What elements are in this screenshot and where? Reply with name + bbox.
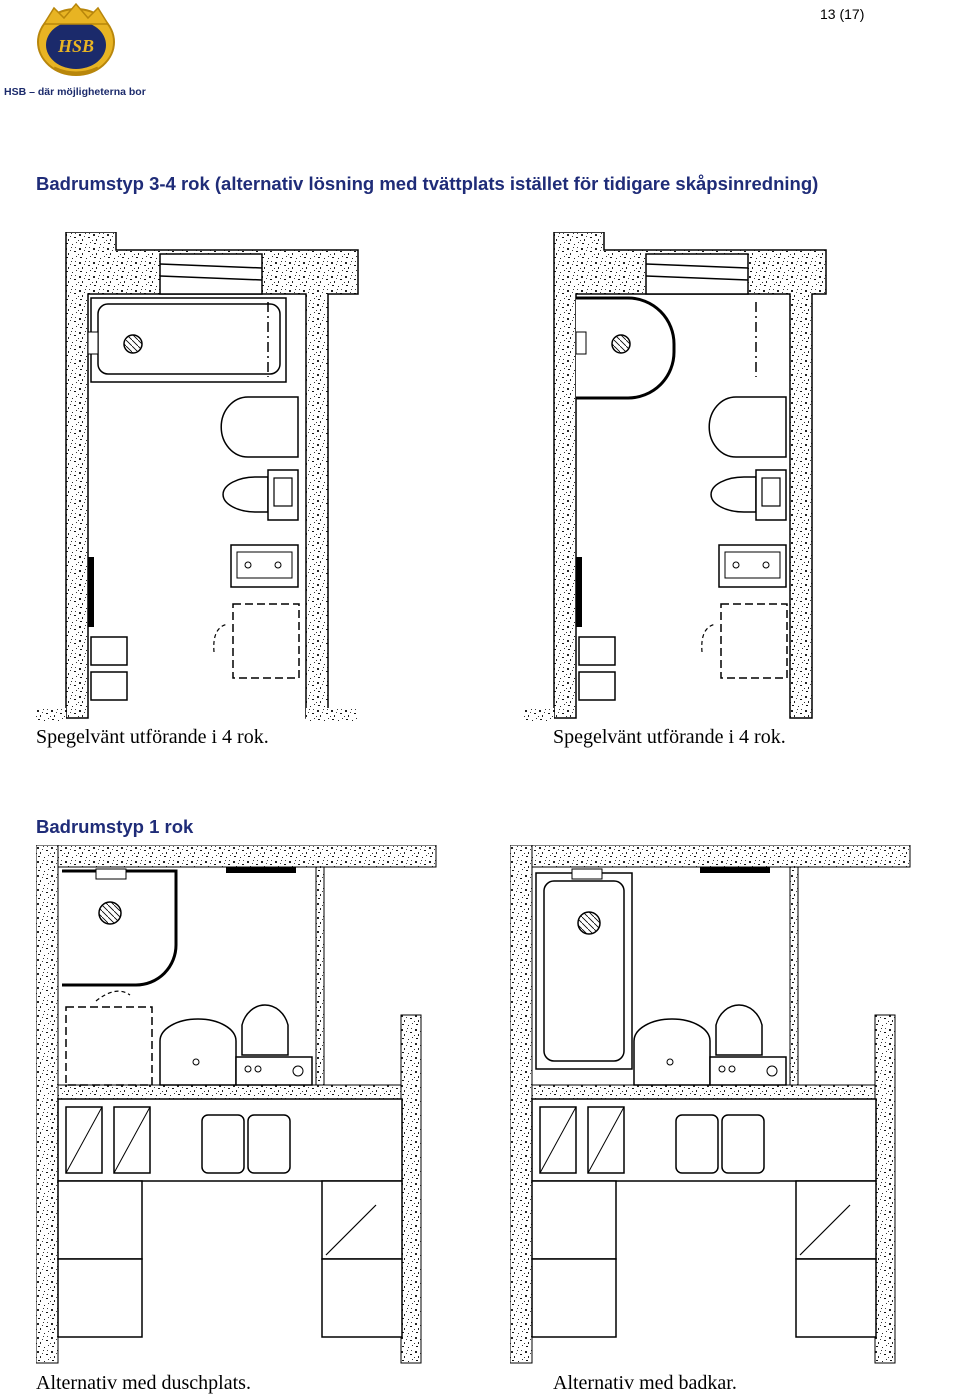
toilet-icon xyxy=(715,1004,763,1056)
section-heading-3-4-rok: Badrumstyp 3-4 rok (alternativ lösning m… xyxy=(36,173,819,194)
floor-plan-bathtub xyxy=(36,232,359,722)
caption-plan-1: Spegelvänt utförande i 4 rok. xyxy=(36,726,269,748)
section-heading-1-rok: Badrumstyp 1 rok xyxy=(36,816,194,837)
floor-drain-icon xyxy=(611,334,631,354)
sink-icon xyxy=(159,1018,237,1086)
toilet-icon xyxy=(710,476,757,513)
sink-icon xyxy=(708,396,787,458)
caption-plan-4: Alternativ med badkar. xyxy=(553,1372,737,1394)
logo-tagline: HSB – där möjligheterna bor xyxy=(4,86,146,98)
floor-plan-1rok-bathtub xyxy=(510,845,911,1364)
floor-plan-1rok-shower xyxy=(36,845,437,1364)
toilet-icon xyxy=(241,1004,289,1056)
sink-icon xyxy=(220,396,299,458)
floor-drain-icon xyxy=(123,334,143,354)
washing-machine-icon xyxy=(709,1056,787,1086)
floor-drain-icon xyxy=(98,901,122,925)
toilet-icon xyxy=(222,476,269,513)
floor-plan-shower xyxy=(524,232,827,722)
hsb-logo: HSB HSB – där möjligheterna bor xyxy=(4,2,149,102)
svg-text:HSB: HSB xyxy=(57,36,94,56)
caption-plan-2: Spegelvänt utförande i 4 rok. xyxy=(553,726,786,748)
washing-machine-icon xyxy=(235,1056,313,1086)
sink-icon xyxy=(633,1018,711,1086)
page-number: 13 (17) xyxy=(820,6,865,22)
floor-drain-icon xyxy=(577,911,601,935)
caption-plan-3: Alternativ med duschplats. xyxy=(36,1372,251,1394)
